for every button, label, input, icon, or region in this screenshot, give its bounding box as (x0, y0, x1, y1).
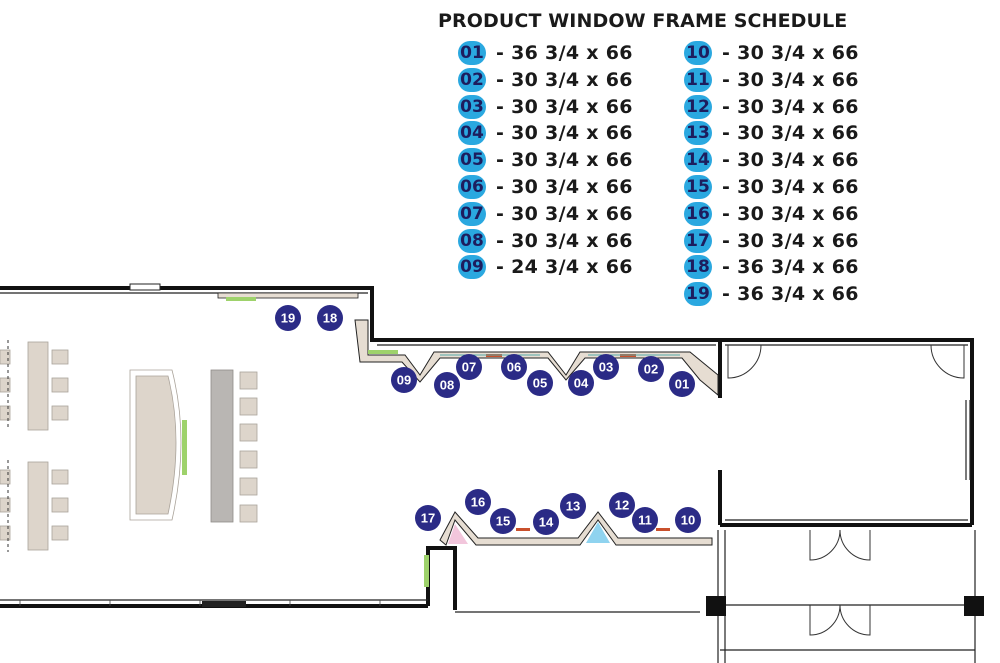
window-marker (456, 354, 482, 380)
window-marker (560, 493, 586, 519)
window-marker-label: 16 (471, 495, 485, 510)
window-marker-label: 03 (599, 360, 613, 375)
door-swings (727, 344, 965, 636)
window-marker (490, 508, 516, 534)
window-marker-label: 17 (421, 511, 435, 526)
column (706, 596, 726, 616)
green-panel (182, 420, 187, 475)
window-marker (434, 372, 460, 398)
window-marker (317, 305, 343, 331)
northwest-window-wall (217, 292, 359, 301)
window-marker-label: 04 (574, 376, 589, 391)
window-marker-label: 19 (281, 311, 295, 326)
bar-counter (210, 369, 234, 523)
column (129, 283, 161, 291)
window-marker-label: 05 (533, 376, 547, 391)
column (964, 596, 984, 616)
window-marker-label: 18 (323, 311, 337, 326)
window-marker (501, 354, 527, 380)
window-marker (669, 371, 695, 397)
window-marker (609, 492, 635, 518)
window-marker (275, 305, 301, 331)
window-marker (527, 370, 553, 396)
window-marker (638, 356, 664, 382)
window-marker-label: 12 (615, 498, 629, 513)
window-marker-label: 08 (440, 378, 454, 393)
window-marker (593, 354, 619, 380)
window-marker-label: 10 (681, 513, 695, 528)
window-marker-label: 11 (638, 513, 652, 528)
window-marker (568, 370, 594, 396)
bottom-wall-detail (19, 600, 381, 606)
window-marker-label: 13 (566, 499, 580, 514)
window-marker-label: 14 (539, 515, 554, 530)
window-marker (632, 507, 658, 533)
south-window-wall (424, 511, 713, 587)
window-marker-label: 02 (644, 362, 658, 377)
window-marker (415, 505, 441, 531)
column (202, 601, 246, 607)
north-window-wall (354, 319, 719, 397)
window-marker (675, 507, 701, 533)
dining-furniture (0, 341, 258, 551)
window-marker-label: 09 (397, 373, 411, 388)
window-marker-label: 07 (462, 360, 476, 375)
window-marker-label: 06 (507, 360, 521, 375)
window-marker (465, 489, 491, 515)
exterior-walls (0, 286, 974, 610)
window-marker (533, 509, 559, 535)
window-markers: 01 02 03 04 05 06 07 08 09 10 11 12 13 14 15 16 17 18 19 (275, 305, 701, 535)
window-marker-label: 15 (496, 514, 510, 529)
window-marker-label: 01 (675, 377, 689, 392)
window-marker (391, 367, 417, 393)
